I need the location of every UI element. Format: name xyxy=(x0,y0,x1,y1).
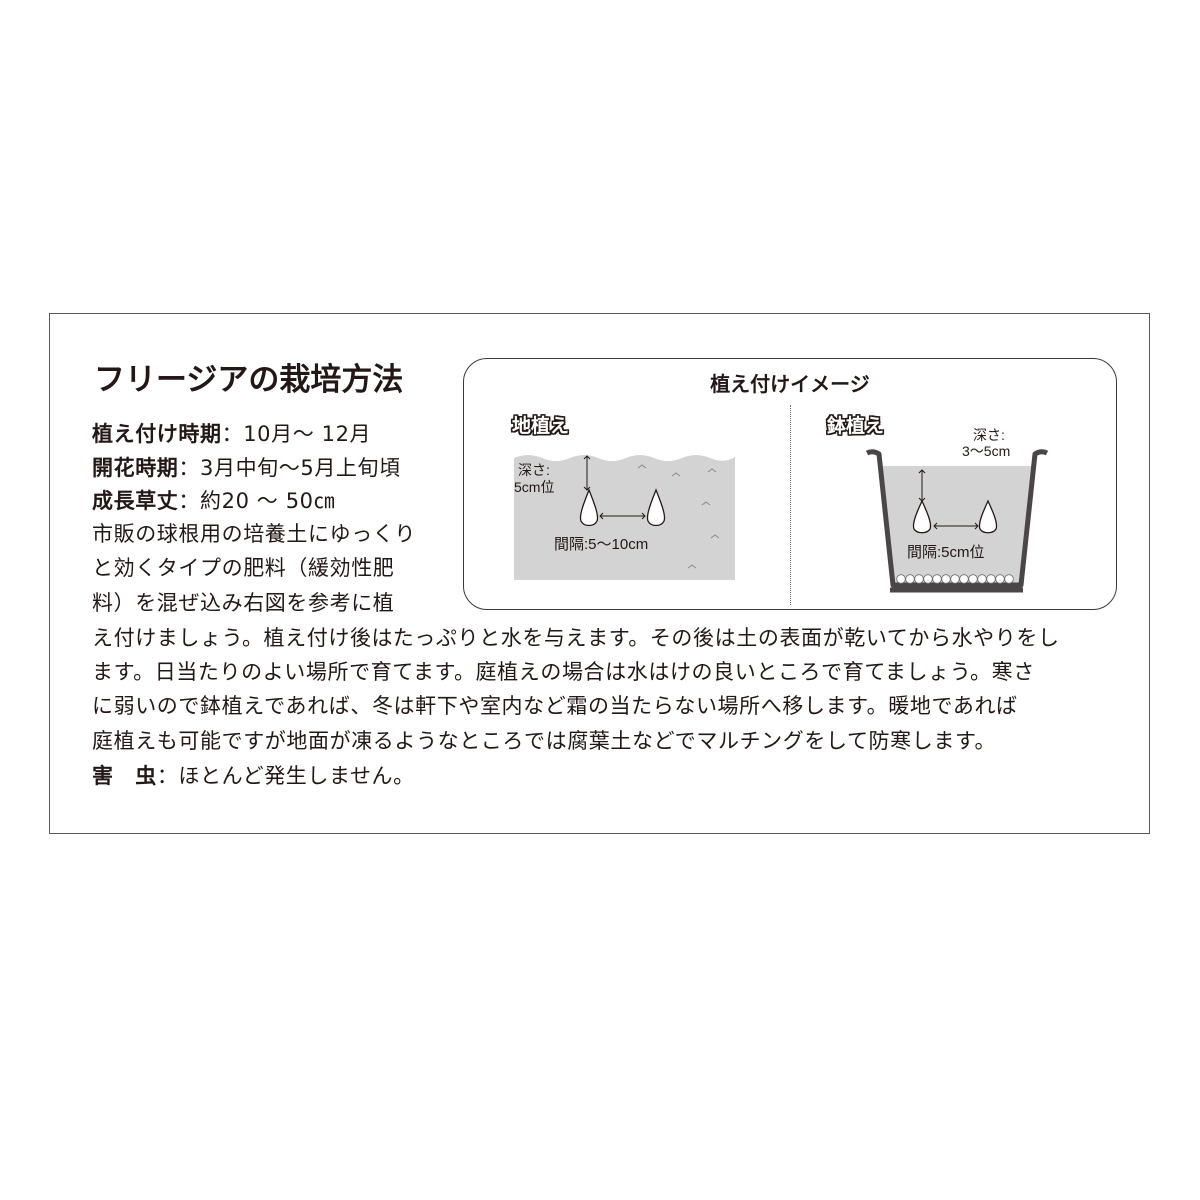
spec-label: 植え付け時期 xyxy=(92,422,222,446)
pot-illustration xyxy=(865,449,1049,593)
pests-separator: ： xyxy=(156,764,179,788)
bulb-icon xyxy=(978,499,998,534)
pot-planting-label: 鉢植え xyxy=(827,415,885,437)
ground-soil-illustration xyxy=(514,455,735,580)
spec-label: 開花時期 xyxy=(92,456,179,480)
diagram-divider xyxy=(790,405,791,605)
spec-value: 10月～ 12月 xyxy=(243,422,372,446)
bulb-icon xyxy=(912,499,932,534)
body-line: 市販の球根用の培養土にゆっくり xyxy=(92,522,416,546)
ground-depth-label-1: 深さ: xyxy=(518,462,550,478)
pot-spacing-label: 間隔:5cm位 xyxy=(907,544,985,561)
body-line: と効くタイプの肥料（緩効性肥 xyxy=(92,556,395,580)
ground-depth-label-2: 5cm位 xyxy=(514,479,555,495)
body-line: に弱いので鉢植えであれば、冬は軒下や室内など霜の当たらない場所へ移します。暖地で… xyxy=(92,694,1018,718)
ground-planting-label: 地植え xyxy=(512,415,570,437)
spec-planting-period: 植え付け時期：10月～ 12月 xyxy=(92,418,371,448)
body-line: 料）を混ぜ込み右図を参考に植 xyxy=(92,591,395,615)
spec-separator: ： xyxy=(178,456,201,480)
spec-label: 成長草丈 xyxy=(92,489,179,513)
page-title: フリージアの栽培方法 xyxy=(94,362,404,398)
spec-plant-height: 成長草丈：約20 ～ 50㎝ xyxy=(92,485,335,515)
spec-separator: ： xyxy=(221,422,244,446)
diagram-title: 植え付けイメージ xyxy=(710,372,870,396)
pot-depth-label-1: 深さ: xyxy=(973,427,1005,443)
bulb-icon xyxy=(646,488,666,527)
ground-depth-arrow xyxy=(583,455,591,491)
ground-spacing-arrow xyxy=(599,512,646,520)
bulb-icon xyxy=(579,488,599,527)
spec-value: 約20 ～ 50㎝ xyxy=(200,489,336,513)
body-line: ます。日当たりのよい場所で育てます。庭植えの場合は水はけの良いところで育てましょ… xyxy=(92,660,1035,684)
pests-line: 害 虫：ほとんど発生しません。 xyxy=(92,760,415,790)
pot-gravel xyxy=(896,574,1014,584)
body-line: 庭植えも可能ですが地面が凍るようなところでは腐葉土などでマルチングをして防寒しま… xyxy=(92,729,997,753)
pot-depth-label-2: 3～5cm xyxy=(962,443,1011,459)
spec-separator: ： xyxy=(178,489,201,513)
pests-label: 害 虫 xyxy=(92,764,157,788)
ground-spacing-label: 間隔:5～10cm xyxy=(554,536,649,553)
spec-value: 3月中旬～5月上旬頃 xyxy=(200,456,401,480)
body-line: え付けましょう。植え付け後はたっぷりと水を与えます。その後は土の表面が乾いてから… xyxy=(92,626,1060,650)
pests-value: ほとんど発生しません。 xyxy=(178,764,415,788)
spec-flowering-period: 開花時期：3月中旬～5月上旬頃 xyxy=(92,452,401,482)
pot-spacing-arrow xyxy=(933,522,979,530)
